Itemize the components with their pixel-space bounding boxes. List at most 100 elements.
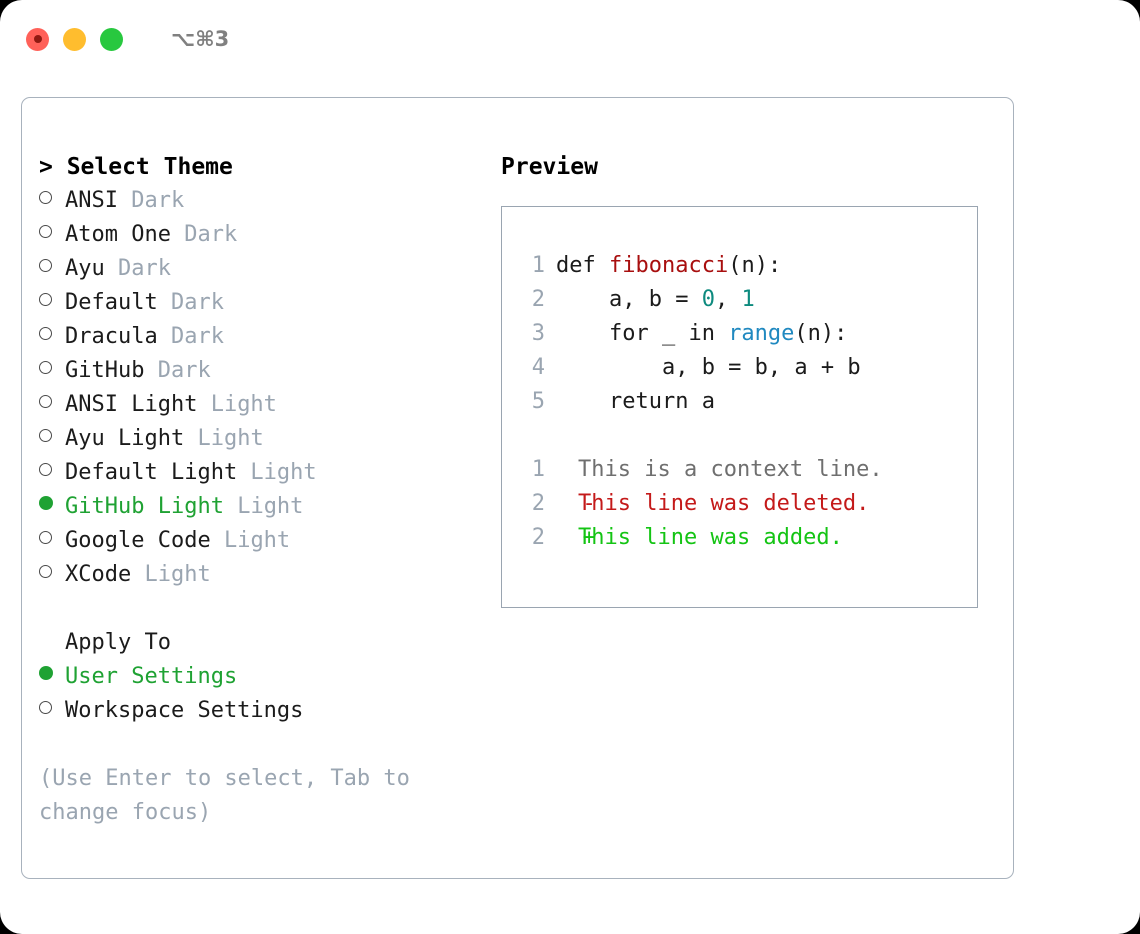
bullet bbox=[39, 259, 52, 272]
theme-variant-label: Light bbox=[210, 528, 291, 553]
code-token-plain: return a bbox=[556, 389, 715, 414]
bullet bbox=[39, 531, 52, 544]
radio-unselected-icon[interactable] bbox=[39, 361, 65, 374]
hint-line-2: change focus) bbox=[39, 800, 212, 825]
radio-unselected-icon[interactable] bbox=[39, 565, 65, 578]
code-line-2: 3 for _ in range(n): bbox=[519, 317, 971, 351]
bullet bbox=[39, 463, 52, 476]
theme-variant-label: Dark bbox=[157, 290, 224, 315]
theme-picker-header: > Select Theme bbox=[39, 154, 233, 180]
diff-sign-deleted: - bbox=[556, 491, 609, 516]
diff-line-number: 1 bbox=[531, 457, 545, 482]
bullet bbox=[39, 327, 52, 340]
radio-unselected-icon[interactable] bbox=[39, 191, 65, 204]
bullet bbox=[39, 225, 52, 238]
close-button[interactable] bbox=[26, 27, 49, 51]
apply-to-header: Apply To bbox=[65, 630, 171, 655]
theme-variant-label: Dark bbox=[104, 256, 171, 281]
theme-variant-label: Dark bbox=[144, 358, 211, 383]
window-titlebar: ⌥⌘3 bbox=[0, 0, 1140, 78]
theme-item-label: Google Code bbox=[65, 528, 211, 553]
theme-item-11[interactable]: XCode Light bbox=[39, 558, 489, 592]
bullet bbox=[39, 361, 52, 374]
code-token-plain: , bbox=[714, 287, 742, 312]
theme-item-label: Default bbox=[65, 290, 158, 315]
theme-item-1[interactable]: Atom One Dark bbox=[39, 218, 489, 252]
theme-variant-label: Dark bbox=[117, 188, 185, 213]
diff-text-deleted: This line was deleted. bbox=[578, 491, 870, 516]
theme-item-7[interactable]: Ayu Light Light bbox=[39, 422, 489, 456]
radio-selected-icon[interactable] bbox=[39, 666, 65, 680]
theme-item-label: GitHub bbox=[65, 358, 145, 383]
preview-header: Preview bbox=[501, 154, 598, 180]
theme-item-label: Ayu bbox=[65, 256, 105, 281]
bullet bbox=[39, 429, 52, 442]
diff-line-number: 2 bbox=[531, 525, 545, 550]
theme-item-label: Ayu Light bbox=[65, 426, 185, 451]
radio-unselected-icon[interactable] bbox=[39, 395, 65, 408]
theme-variant-label: Light bbox=[184, 426, 264, 451]
diff-text-added: This line was added. bbox=[578, 525, 843, 550]
minimize-button[interactable] bbox=[63, 27, 86, 51]
theme-item-0[interactable]: ANSI Dark bbox=[39, 184, 489, 218]
radio-unselected-icon[interactable] bbox=[39, 327, 65, 340]
radio-unselected-icon[interactable] bbox=[39, 463, 65, 476]
code-token-builtin: range bbox=[728, 321, 795, 346]
apply-to-option-label: User Settings bbox=[65, 664, 238, 689]
code-token-function: fibonacci bbox=[608, 253, 729, 278]
diff-sign-added: + bbox=[556, 525, 609, 550]
apply-to-option-0[interactable]: User Settings bbox=[39, 660, 489, 694]
theme-item-10[interactable]: Google Code Light bbox=[39, 524, 489, 558]
diff-text-context: This is a context line. bbox=[578, 457, 883, 482]
code-token-plain: for _ in bbox=[556, 321, 729, 346]
theme-variant-label: Light bbox=[223, 494, 304, 519]
theme-item-label: ANSI Light bbox=[65, 392, 198, 417]
apply-to-option-label: Workspace Settings bbox=[65, 698, 304, 723]
diff-line-0: 1 This is a context line. bbox=[519, 453, 971, 487]
theme-variant-label: Light bbox=[197, 392, 277, 417]
theme-item-8[interactable]: Default Light Light bbox=[39, 456, 489, 490]
radio-unselected-icon[interactable] bbox=[39, 259, 65, 272]
apply-to-option-1[interactable]: Workspace Settings bbox=[39, 694, 489, 728]
bullet bbox=[39, 293, 52, 306]
code-token-number: 1 bbox=[741, 287, 755, 312]
code-line-3: 4 a, b = b, a + b bbox=[519, 351, 971, 385]
code-token-number: 0 bbox=[701, 287, 715, 312]
code-line-number: 2 bbox=[531, 287, 545, 312]
bullet bbox=[39, 701, 52, 714]
theme-item-4[interactable]: Dracula Dark bbox=[39, 320, 489, 354]
radio-unselected-icon[interactable] bbox=[39, 293, 65, 306]
code-line-4: 5 return a bbox=[519, 385, 971, 419]
radio-selected-icon[interactable] bbox=[39, 496, 65, 510]
radio-unselected-icon[interactable] bbox=[39, 531, 65, 544]
diff-line-2: 2 + This line was added. bbox=[519, 521, 971, 555]
theme-variant-label: Dark bbox=[157, 324, 224, 349]
theme-variant-label: Dark bbox=[170, 222, 238, 247]
theme-item-9[interactable]: GitHub Light Light bbox=[39, 490, 489, 524]
radio-unselected-icon[interactable] bbox=[39, 429, 65, 442]
theme-item-2[interactable]: Ayu Dark bbox=[39, 252, 489, 286]
maximize-button[interactable] bbox=[100, 27, 123, 51]
diff-line-number: 2 bbox=[531, 491, 545, 516]
bullet bbox=[39, 191, 52, 204]
theme-item-3[interactable]: Default Dark bbox=[39, 286, 489, 320]
radio-unselected-icon[interactable] bbox=[39, 701, 65, 714]
spacer bbox=[519, 419, 971, 453]
spacer bbox=[39, 728, 489, 762]
hint-line-1: (Use Enter to select, Tab to bbox=[39, 766, 410, 791]
bullet bbox=[39, 496, 53, 510]
theme-item-label: ANSI bbox=[65, 188, 118, 213]
code-token-keyword: def bbox=[556, 253, 609, 278]
radio-unselected-icon[interactable] bbox=[39, 225, 65, 238]
code-line-number: 3 bbox=[531, 321, 545, 346]
theme-item-5[interactable]: GitHub Dark bbox=[39, 354, 489, 388]
theme-variant-label: Light bbox=[237, 460, 317, 485]
code-token-plain: (n): bbox=[794, 321, 848, 346]
code-token-plain: (n): bbox=[728, 253, 782, 278]
theme-item-6[interactable]: ANSI Light Light bbox=[39, 388, 489, 422]
